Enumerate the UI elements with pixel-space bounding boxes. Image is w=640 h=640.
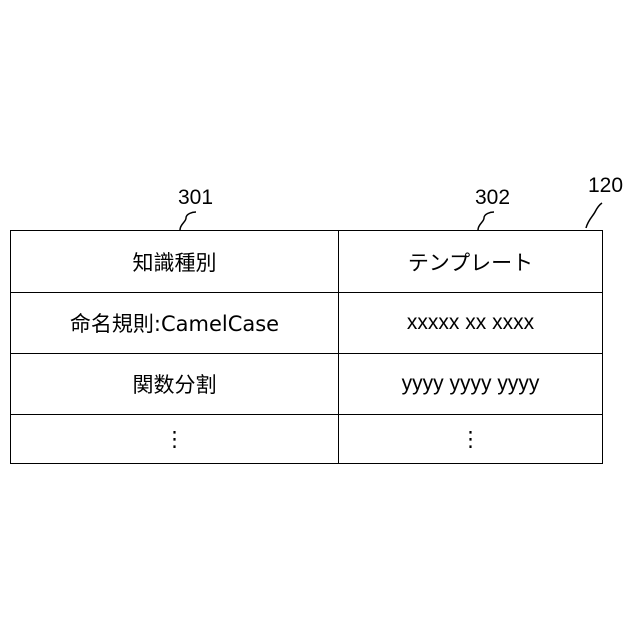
table-cell: 命名規則:CamelCase — [11, 293, 339, 354]
table-cell: 関数分割 — [11, 354, 339, 415]
leader-line-120 — [586, 203, 602, 228]
leader-line-302 — [478, 212, 494, 230]
header-knowledge-type: 知識種別 — [11, 231, 339, 293]
table-row: 命名規則:CamelCase xxxxx xx xxxx — [11, 293, 603, 354]
table-header-row: 知識種別 テンプレート — [11, 231, 603, 293]
table-row: ⋮ ⋮ — [11, 415, 603, 464]
table-cell-ellipsis: ⋮ — [11, 415, 339, 464]
table-cell: xxxxx xx xxxx — [339, 293, 603, 354]
table-cell: yyyy yyyy yyyy — [339, 354, 603, 415]
knowledge-template-table: 知識種別 テンプレート 命名規則:CamelCase xxxxx xx xxxx… — [10, 230, 603, 464]
leader-line-301 — [180, 212, 196, 230]
header-template: テンプレート — [339, 231, 603, 293]
table-cell-ellipsis: ⋮ — [339, 415, 603, 464]
table-row: 関数分割 yyyy yyyy yyyy — [11, 354, 603, 415]
